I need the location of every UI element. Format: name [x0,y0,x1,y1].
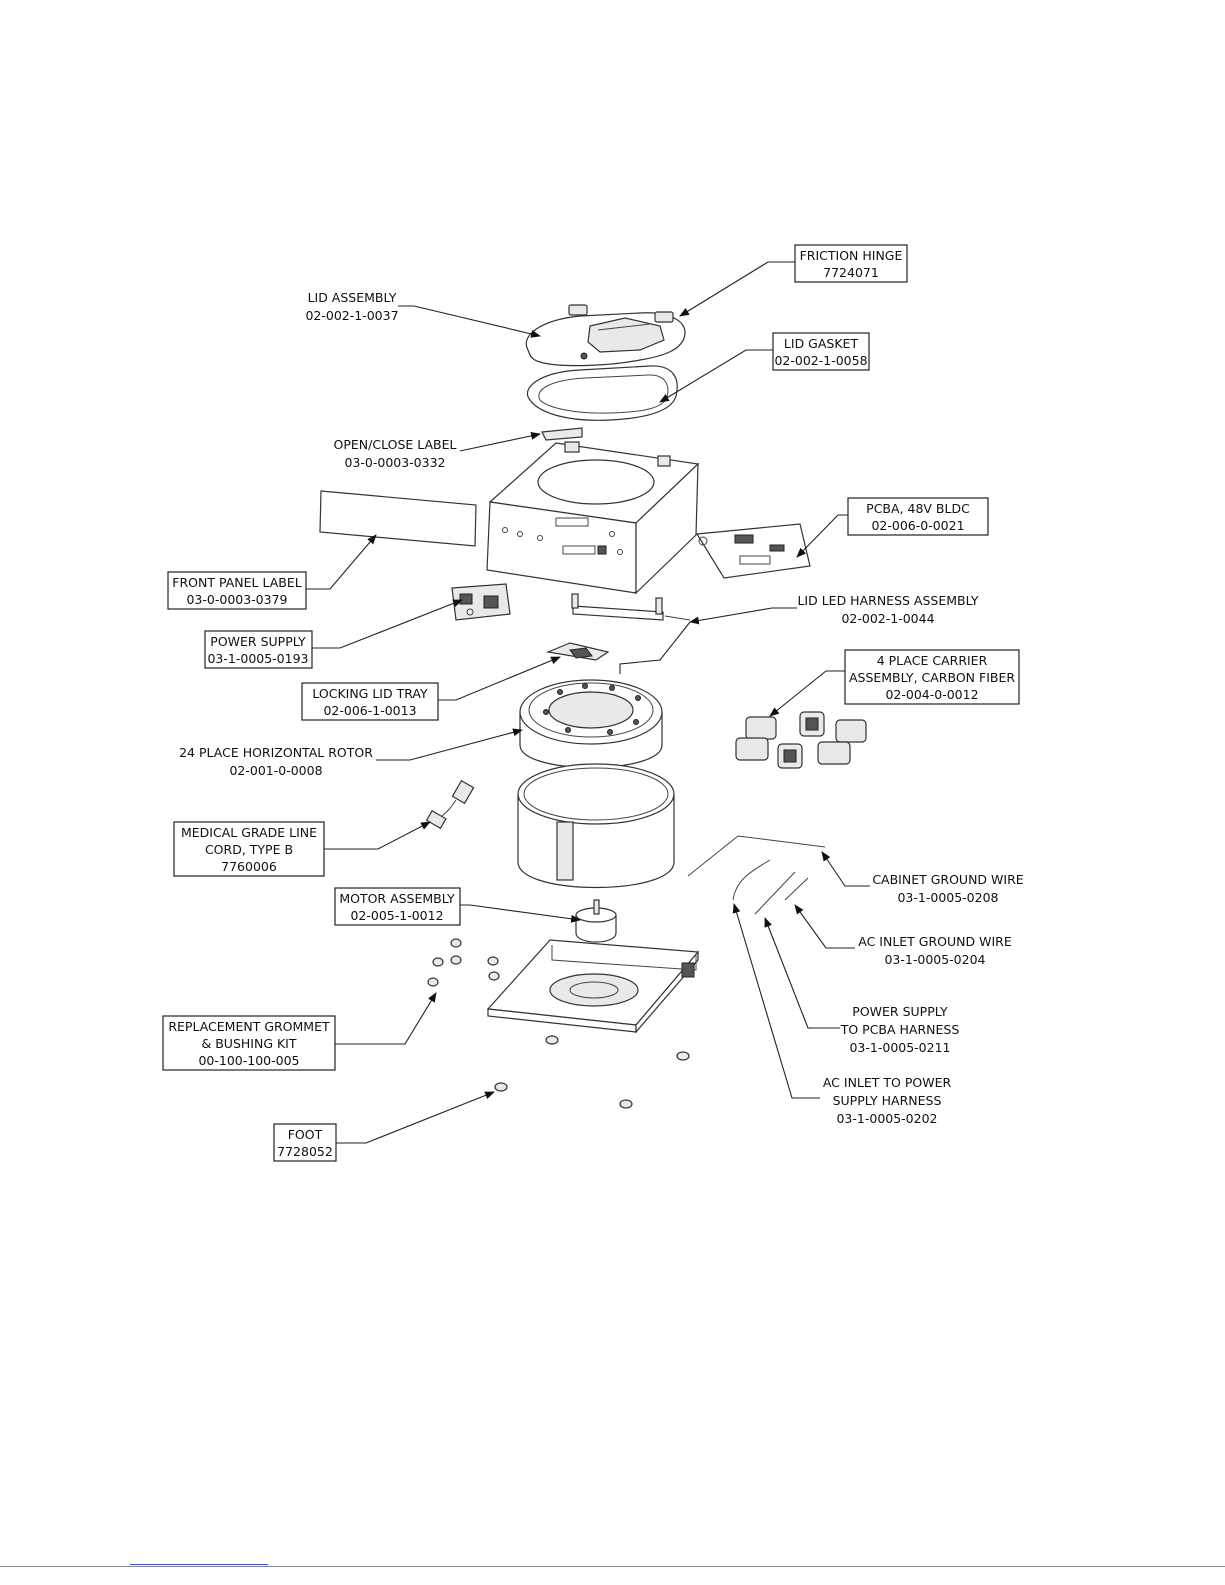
label-ac-inlet-to-ps-harness: AC INLET TO POWER SUPPLY HARNESS 03-1-00… [823,1075,952,1126]
motor-part [575,899,617,943]
svg-text:02-002-1-0044: 02-002-1-0044 [841,611,934,626]
label-lid-gasket: LID GASKET 02-002-1-0058 [772,332,870,371]
svg-text:03-0-0003-0332: 03-0-0003-0332 [344,455,445,470]
svg-text:03-0-0003-0379: 03-0-0003-0379 [186,592,287,607]
svg-text:OPEN/CLOSE LABEL: OPEN/CLOSE LABEL [334,437,457,452]
svg-text:LID GASKET: LID GASKET [784,336,859,351]
label-led-harness: LID LED HARNESS ASSEMBLY 02-002-1-0044 [797,593,978,626]
label-foot: FOOT 7728052 [273,1123,337,1162]
wires-part [687,835,826,915]
svg-text:POWER SUPPLY: POWER SUPPLY [210,634,306,649]
svg-text:02-004-0-0012: 02-004-0-0012 [885,687,978,702]
svg-text:CORD, TYPE B: CORD, TYPE B [205,842,293,857]
svg-text:4 PLACE CARRIER: 4 PLACE CARRIER [877,653,988,668]
svg-text:02-005-1-0012: 02-005-1-0012 [350,908,443,923]
label-ac-inlet-ground-wire: AC INLET GROUND WIRE 03-1-0005-0204 [858,934,1012,967]
cabinet-part [486,441,700,595]
svg-text:MOTOR ASSEMBLY: MOTOR ASSEMBLY [339,891,455,906]
rotor-part [519,679,663,768]
line-cord-part [425,779,475,830]
label-motor-assembly: MOTOR ASSEMBLY 02-005-1-0012 [334,887,461,926]
open-close-label-part [541,427,583,441]
carrier-assembly-part [735,711,867,769]
label-front-panel: FRONT PANEL LABEL 03-0-0003-0379 [167,571,307,610]
svg-text:AC INLET GROUND WIRE: AC INLET GROUND WIRE [858,934,1012,949]
svg-text:FOOT: FOOT [288,1127,323,1142]
label-open-close: OPEN/CLOSE LABEL 03-0-0003-0332 [334,437,457,470]
label-cabinet-ground-wire: CABINET GROUND WIRE 03-1-0005-0208 [872,872,1023,905]
feet-part [494,1035,690,1109]
svg-text:03-1-0005-0208: 03-1-0005-0208 [897,890,998,905]
svg-text:03-1-0005-0204: 03-1-0005-0204 [884,952,985,967]
label-lid-assembly: LID ASSEMBLY 02-002-1-0037 [305,290,398,323]
svg-text:00-100-100-005: 00-100-100-005 [198,1053,299,1068]
pcba-part [695,523,811,579]
locking-lid-tray-part [545,642,610,661]
label-carrier: 4 PLACE CARRIER ASSEMBLY, CARBON FIBER 0… [844,649,1020,705]
svg-text:AC INLET TO POWER: AC INLET TO POWER [823,1075,952,1090]
svg-text:02-006-1-0013: 02-006-1-0013 [323,703,416,718]
svg-text:MEDICAL GRADE LINE: MEDICAL GRADE LINE [181,825,317,840]
friction-hinge-part [568,304,674,323]
svg-text:FRICTION HINGE: FRICTION HINGE [800,248,903,263]
lid-led-harness-part [571,593,691,621]
svg-text:02-002-1-0037: 02-002-1-0037 [305,308,398,323]
label-locking-lid-tray: LOCKING LID TRAY 02-006-1-0013 [301,682,439,721]
base-plate-part [486,939,700,1034]
label-friction-hinge: FRICTION HINGE 7724071 [794,244,908,283]
grommets-part [427,938,500,987]
label-line-cord: MEDICAL GRADE LINE CORD, TYPE B 7760006 [173,821,325,877]
svg-text:02-006-0-0021: 02-006-0-0021 [871,518,964,533]
svg-text:03-1-0005-0202: 03-1-0005-0202 [836,1111,937,1126]
footer-link-underline[interactable] [130,1563,268,1565]
svg-text:ASSEMBLY, CARBON FIBER: ASSEMBLY, CARBON FIBER [849,670,1015,685]
svg-text:REPLACEMENT GROMMET: REPLACEMENT GROMMET [168,1019,330,1034]
svg-text:SUPPLY HARNESS: SUPPLY HARNESS [833,1093,942,1108]
svg-text:TO PCBA HARNESS: TO PCBA HARNESS [840,1022,960,1037]
svg-text:FRONT PANEL LABEL: FRONT PANEL LABEL [172,575,301,590]
svg-text:& BUSHING KIT: & BUSHING KIT [202,1036,297,1051]
svg-text:03-1-0005-0211: 03-1-0005-0211 [849,1040,950,1055]
svg-text:LID ASSEMBLY: LID ASSEMBLY [308,290,397,305]
label-pcba: PCBA, 48V BLDC 02-006-0-0021 [847,497,989,536]
power-supply-part [451,583,511,621]
front-panel-label-part [319,490,477,547]
svg-text:POWER SUPPLY: POWER SUPPLY [852,1004,948,1019]
svg-text:CABINET GROUND WIRE: CABINET GROUND WIRE [872,872,1023,887]
svg-text:02-002-1-0058: 02-002-1-0058 [774,353,867,368]
svg-text:LID LED HARNESS ASSEMBLY: LID LED HARNESS ASSEMBLY [797,593,978,608]
svg-text:PCBA, 48V BLDC: PCBA, 48V BLDC [866,501,970,516]
bowl-part [517,763,675,888]
label-ps-to-pcba-harness: POWER SUPPLY TO PCBA HARNESS 03-1-0005-0… [840,1004,960,1055]
svg-text:7724071: 7724071 [823,265,879,280]
label-power-supply: POWER SUPPLY 03-1-0005-0193 [204,630,313,669]
svg-text:7728052: 7728052 [277,1144,333,1159]
lid-assembly-part [525,312,686,367]
lid-gasket-part [526,365,678,421]
svg-text:02-001-0-0008: 02-001-0-0008 [229,763,322,778]
svg-text:7760006: 7760006 [221,859,277,874]
footer-rule [0,1566,1225,1567]
svg-text:24 PLACE HORIZONTAL ROTOR: 24 PLACE HORIZONTAL ROTOR [179,745,373,760]
svg-text:LOCKING LID TRAY: LOCKING LID TRAY [312,686,428,701]
label-rotor: 24 PLACE HORIZONTAL ROTOR 02-001-0-0008 [179,745,373,778]
svg-text:03-1-0005-0193: 03-1-0005-0193 [207,651,308,666]
label-grommet-kit: REPLACEMENT GROMMET & BUSHING KIT 00-100… [162,1015,336,1071]
